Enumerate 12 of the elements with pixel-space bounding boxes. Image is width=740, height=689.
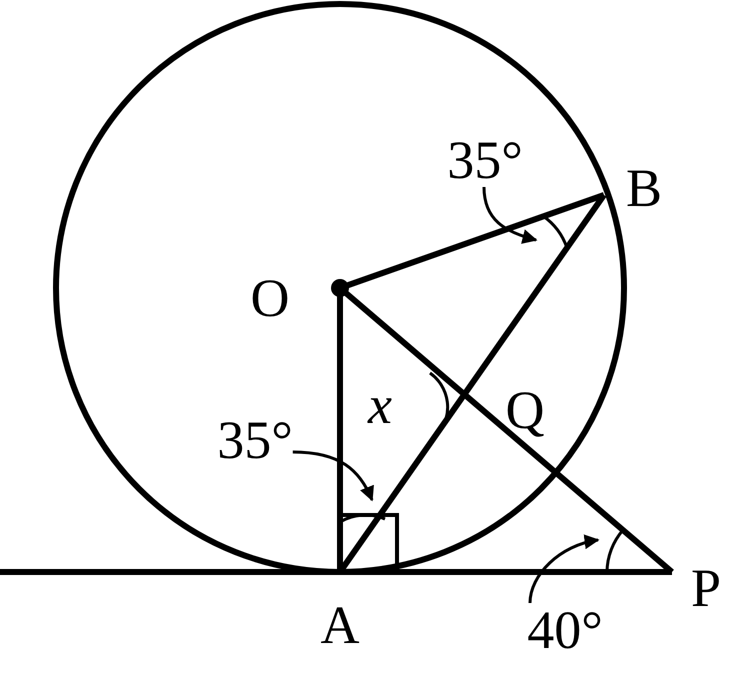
angle-label: 35° xyxy=(217,413,293,467)
point-label: A xyxy=(320,598,360,652)
angle-label: x xyxy=(368,378,392,432)
leader-arrow xyxy=(292,450,374,502)
angle-label: 35° xyxy=(447,133,523,187)
leader-arrow xyxy=(528,535,600,604)
point-label: O xyxy=(250,271,290,325)
point-label: Q xyxy=(506,383,544,437)
point-label: P xyxy=(690,561,722,615)
point-label: B xyxy=(626,161,662,215)
leader-arrow xyxy=(482,186,538,244)
angle-label: 40° xyxy=(527,603,603,657)
